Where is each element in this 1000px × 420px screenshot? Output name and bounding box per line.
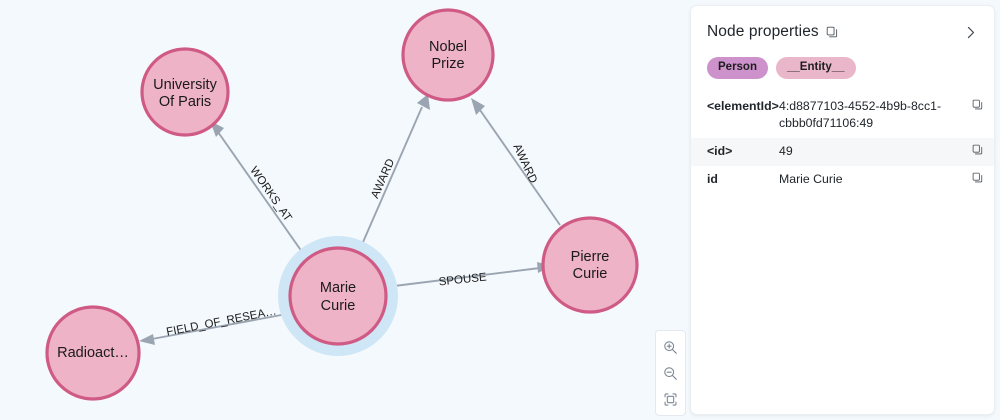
- node-label-line2: Curie: [321, 298, 356, 314]
- zoom-in-button[interactable]: [658, 335, 684, 360]
- zoom-controls: [655, 330, 686, 416]
- node-label-line2: Of Paris: [159, 94, 211, 110]
- property-copy-cell: [968, 138, 994, 166]
- graph-node-university-of-paris[interactable]: University Of Paris: [140, 47, 230, 137]
- relationship-works-at[interactable]: WORKS_AT: [210, 121, 308, 260]
- property-value: 49: [779, 143, 793, 158]
- copy-icon[interactable]: [972, 171, 983, 188]
- zoom-in-icon: [663, 340, 678, 355]
- relationship-field-of-research[interactable]: FIELD_OF_RESEA…: [139, 305, 293, 345]
- zoom-out-button[interactable]: [658, 361, 684, 386]
- relationship-label-spouse: SPOUSE: [438, 272, 487, 289]
- node-properties-panel: Node properties Person __Entity__ <eleme…: [690, 5, 995, 415]
- node-label-badge-person[interactable]: Person: [707, 57, 768, 79]
- property-row-elementid: <elementId> 4:d8877103-4552-4b9b-8cc1-cb…: [691, 93, 994, 138]
- relationship-award-pierre[interactable]: AWARD: [471, 98, 561, 226]
- property-copy-cell: [968, 166, 994, 194]
- collapse-panel-button[interactable]: [963, 25, 980, 40]
- relationship-label-works-at: WORKS_AT: [247, 165, 293, 224]
- node-label-line2: Prize: [431, 56, 464, 72]
- graph-canvas[interactable]: WORKS_AT AWARD AWARD SPOUSE: [0, 0, 686, 420]
- relationship-spouse[interactable]: SPOUSE: [385, 262, 552, 289]
- node-label-line1: Radioact…: [57, 345, 129, 361]
- node-labels: Person __Entity__: [691, 44, 994, 91]
- copy-icon[interactable]: [826, 26, 838, 38]
- node-label-line1: Marie: [320, 280, 356, 296]
- property-copy-cell: [968, 93, 994, 138]
- zoom-out-icon: [663, 366, 678, 381]
- graph-node-radioactivity[interactable]: Radioact…: [45, 305, 141, 401]
- relationship-award-marie[interactable]: AWARD: [359, 94, 430, 250]
- node-label-line2: Curie: [573, 266, 608, 282]
- property-value: Marie Curie: [779, 171, 843, 186]
- property-value: 4:d8877103-4552-4b9b-8cc1-cbbb0fd71106:4…: [779, 98, 942, 130]
- property-key: id: [707, 171, 718, 186]
- node-label-line1: Nobel: [429, 39, 467, 55]
- graph-node-marie-curie[interactable]: Marie Curie: [278, 236, 398, 356]
- property-row-id: id Marie Curie: [691, 166, 994, 194]
- node-label-line1: University: [153, 77, 217, 93]
- panel-title: Node properties: [707, 23, 819, 40]
- node-label-badge-entity[interactable]: __Entity__: [776, 57, 856, 79]
- relationship-label-field-of-research: FIELD_OF_RESEA…: [165, 305, 277, 338]
- fit-to-screen-icon: [663, 392, 678, 407]
- relationship-label-award-pierre: AWARD: [510, 142, 539, 185]
- copy-icon[interactable]: [972, 98, 983, 115]
- node-label-line1: Pierre: [571, 249, 610, 265]
- property-key: <id>: [707, 143, 733, 158]
- panel-header: Node properties: [691, 6, 994, 44]
- graph-node-pierre-curie[interactable]: Pierre Curie: [541, 216, 639, 314]
- copy-icon[interactable]: [972, 143, 983, 160]
- node-properties-table: <elementId> 4:d8877103-4552-4b9b-8cc1-cb…: [691, 93, 994, 194]
- fit-to-screen-button[interactable]: [658, 387, 684, 412]
- property-key: <elementId>: [707, 98, 779, 113]
- property-row-id-internal: <id> 49: [691, 137, 994, 166]
- graph-node-nobel-prize[interactable]: Nobel Prize: [401, 8, 495, 102]
